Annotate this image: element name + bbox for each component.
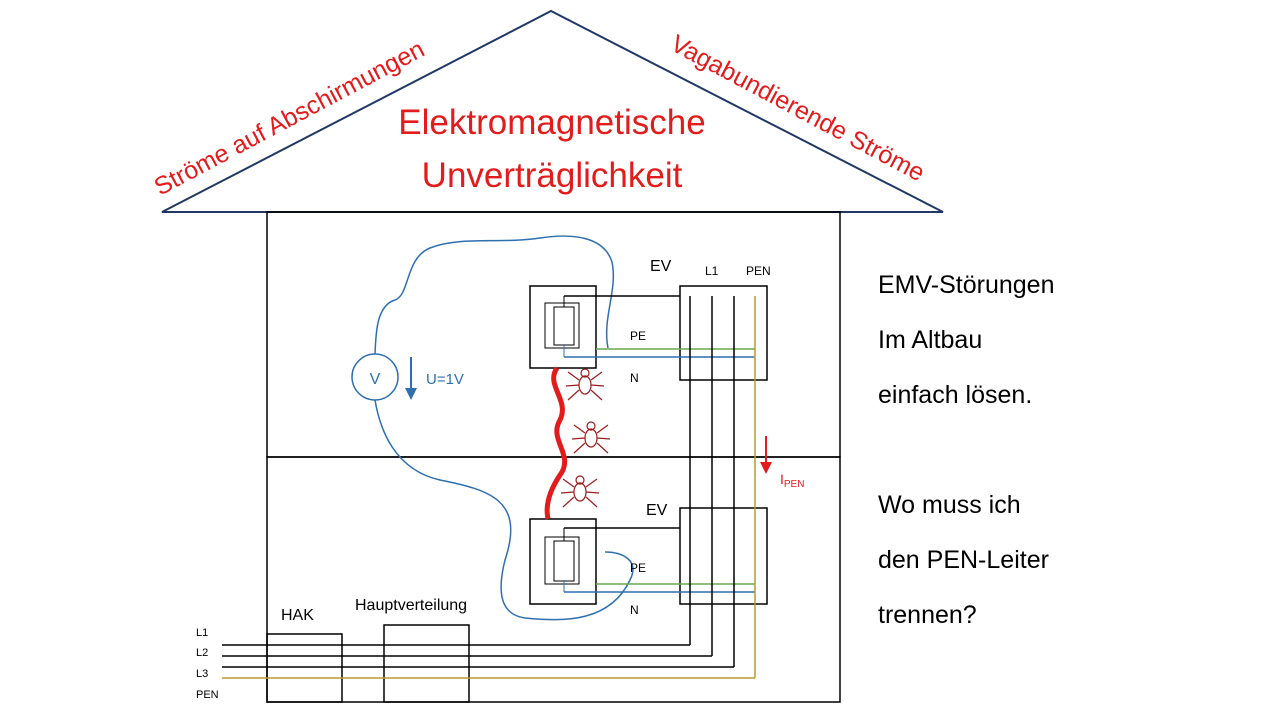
house-lower-floor: [266, 456, 841, 703]
upper-device-inner: [544, 302, 580, 349]
voltmeter: [351, 353, 399, 401]
pen-current-main: I: [780, 471, 784, 487]
vagabond-current-wire: [544, 366, 568, 520]
upper-device-frame: [529, 285, 597, 369]
voltage-arrowhead: [405, 388, 417, 400]
pen-current-arrowhead: [760, 462, 772, 474]
hv-box: [383, 624, 470, 703]
shield-loop-top-right: [605, 261, 615, 349]
upper-ev-label: EV: [650, 258, 672, 275]
side-text-line3: einfach lösen.: [878, 381, 1033, 409]
shield-loop: [374, 235, 634, 621]
side-text-line5: Wo muss ich: [878, 491, 1021, 519]
lower-pe-label: PE: [630, 561, 646, 575]
side-text: EMV-Störungen Im Altbau einfach lösen. W…: [878, 258, 1258, 643]
line-label-pen: PEN: [196, 689, 219, 701]
column-label-l1: L1: [705, 264, 719, 278]
spider-icon: [571, 421, 611, 454]
side-text-line6: den PEN-Leiter: [878, 546, 1049, 574]
roof-left-label: Ströme auf Abschirmungen: [150, 35, 429, 201]
upper-pe-label: PE: [630, 329, 646, 343]
lower-distribution-box: [679, 507, 768, 605]
hv-label: Hauptverteilung: [355, 597, 467, 614]
line-label-l3: L3: [196, 668, 208, 680]
side-text-line2: Im Altbau: [878, 326, 983, 354]
roof-title-line1: Elektromagnetische: [398, 103, 705, 142]
upper-n-label: N: [630, 371, 639, 385]
side-text-line1: EMV-Störungen: [878, 271, 1055, 299]
side-text-line7: trennen?: [878, 601, 977, 629]
hak-label: HAK: [281, 607, 314, 624]
pen-current-label: IPEN: [780, 471, 804, 490]
spider-icon: [565, 368, 605, 401]
side-text-line4: [878, 423, 1258, 478]
hak-box: [266, 633, 343, 703]
lower-ev-label: EV: [646, 502, 668, 519]
line-label-l2: L2: [196, 647, 208, 659]
column-label-pen: PEN: [746, 264, 771, 278]
lower-n-label: N: [630, 603, 639, 617]
upper-distribution-box: [679, 285, 768, 381]
line-label-l1: L1: [196, 627, 208, 639]
roof-title-line2: Unverträglichkeit: [422, 156, 683, 195]
voltmeter-symbol: V: [370, 371, 381, 388]
lower-device-frame: [529, 518, 597, 605]
voltage-label: U=1V: [426, 371, 464, 388]
lower-device-inner: [544, 536, 580, 585]
spider-icon: [560, 475, 600, 508]
pen-current-sub: PEN: [784, 479, 805, 490]
